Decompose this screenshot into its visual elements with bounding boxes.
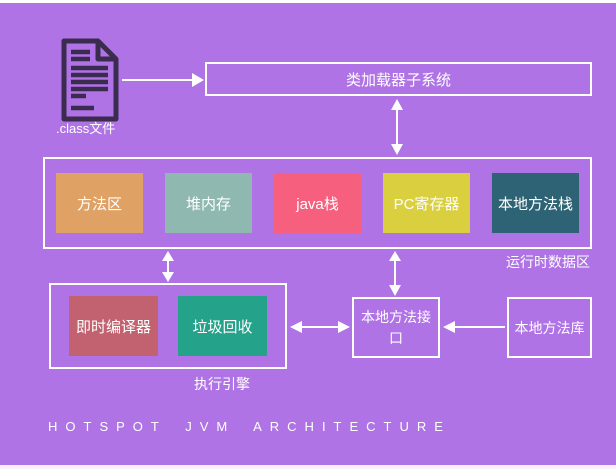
native-method-stack-label: 本地方法栈 [497, 195, 573, 213]
runtime-data-area-box: 方法区 堆内存 java栈 PC寄存器 本地方法栈 [43, 157, 592, 249]
native-method-interface-label: 本地方法接口 [361, 309, 431, 346]
arrow-runtime-engine [162, 251, 174, 282]
java-stack-label: java栈 [296, 195, 339, 213]
top-edge-strip [0, 0, 616, 3]
heap-label: 堆内存 [185, 195, 231, 213]
diagram-title: HOTSPOT JVM ARCHITECTURE [48, 419, 451, 434]
arrow-loader-runtime [391, 99, 403, 155]
class-loader-box: 类加载器子系统 [205, 62, 592, 96]
class-file-label: .class文件 [56, 121, 116, 136]
garbage-collector-block: 垃圾回收 [178, 296, 267, 356]
native-method-library-label: 本地方法库 [514, 319, 585, 336]
execution-engine-label: 执行引擎 [194, 376, 250, 392]
bottom-edge-strip [0, 465, 616, 469]
class-loader-label: 类加载器子系统 [345, 71, 451, 89]
pc-register-label: PC寄存器 [393, 195, 460, 213]
method-area-label: 方法区 [76, 195, 122, 213]
jit-compiler-label: 即时编译器 [75, 318, 151, 336]
execution-engine-box: 即时编译器 垃圾回收 [49, 283, 287, 369]
class-file-icon [61, 38, 119, 122]
arrow-runtime-nmi [389, 251, 401, 296]
method-area-block: 方法区 [56, 173, 143, 233]
pc-register-block: PC寄存器 [383, 173, 470, 233]
jit-compiler-block: 即时编译器 [69, 296, 158, 356]
native-method-stack-block: 本地方法栈 [492, 173, 579, 233]
arrow-engine-nmi [290, 321, 350, 333]
native-method-library-box: 本地方法库 [507, 297, 592, 358]
runtime-area-label: 运行时数据区 [506, 254, 590, 270]
arrow-classfile-to-loader [122, 73, 204, 87]
native-method-interface-box: 本地方法接口 [352, 297, 440, 358]
garbage-collector-label: 垃圾回收 [192, 318, 253, 336]
arrow-library-to-nmi [443, 321, 505, 333]
java-stack-block: java栈 [274, 173, 361, 233]
heap-block: 堆内存 [165, 173, 252, 233]
